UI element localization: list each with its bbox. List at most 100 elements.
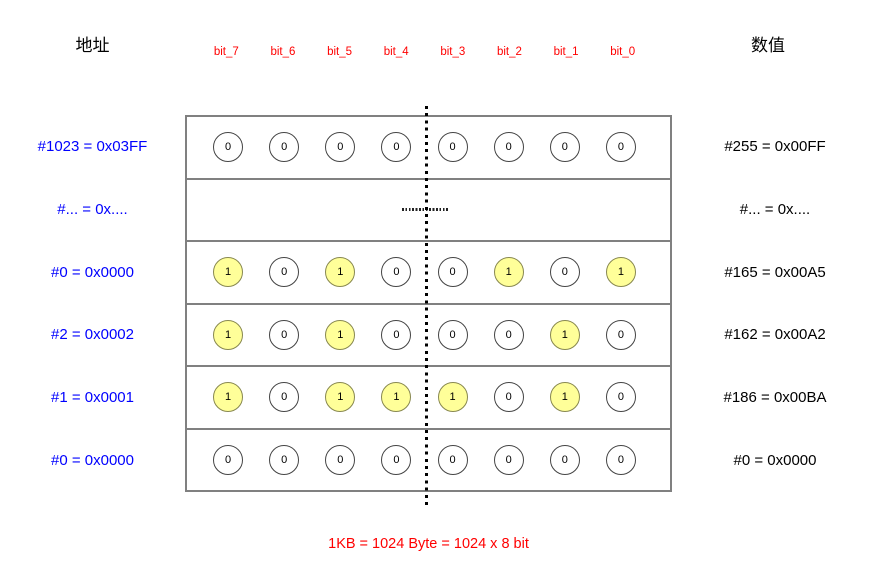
bit-cell: 0 xyxy=(312,132,368,163)
bit-value-circle: 1 xyxy=(549,382,580,413)
bit-cell: 1 xyxy=(537,319,593,350)
bit-cell: 0 xyxy=(481,444,537,475)
bit-value-circle: 1 xyxy=(549,319,580,350)
bit-value-circle: 0 xyxy=(325,132,356,163)
address-label: #... = 0x.... xyxy=(57,200,128,218)
bit-cell: 0 xyxy=(481,319,537,350)
value-column: #255 = 0x00FF #... = 0x.... #165 = 0x00A5 #… xyxy=(672,115,878,492)
bit-value-circle: 0 xyxy=(605,444,636,475)
bit-cell: 1 xyxy=(368,382,424,413)
address-column-title: 地址 xyxy=(75,36,110,55)
value-label: #186 = 0x00BA xyxy=(723,389,827,407)
bit-value-circle: 1 xyxy=(213,382,244,413)
bit-value-circle: 0 xyxy=(381,132,412,163)
bit-cell: 0 xyxy=(593,132,649,163)
bit-value-circle: 1 xyxy=(213,319,244,350)
value-label: #... = 0x.... xyxy=(739,200,811,218)
bit-cell: 0 xyxy=(425,319,481,350)
bit-value-circle: 0 xyxy=(605,319,636,350)
bit-value-circle: 0 xyxy=(269,257,300,288)
bit-value-circle: 0 xyxy=(213,132,244,163)
bit-cell: 0 xyxy=(256,132,312,163)
bit-value-circle: 0 xyxy=(213,444,244,475)
bit-column-label: bit_6 xyxy=(270,46,296,58)
bit-value-circle: 0 xyxy=(549,257,580,288)
bit-cell: 0 xyxy=(425,444,481,475)
bit-value-circle: 0 xyxy=(437,132,468,163)
bit-cell: 1 xyxy=(200,319,256,350)
bit-cell: 1 xyxy=(312,257,368,288)
bit-cell: 1 xyxy=(312,382,368,413)
address-column: #1023 = 0x03FF #... = 0x.... #0 = 0x0000 #2… xyxy=(0,115,185,492)
address-label: #0 = 0x0000 xyxy=(51,452,134,470)
bit-value-circle: 0 xyxy=(493,382,524,413)
bit-value-circle: 1 xyxy=(325,319,356,350)
bit-cell: 1 xyxy=(425,382,481,413)
bit-value-circle: 0 xyxy=(549,444,580,475)
bit-value-circle: 0 xyxy=(269,444,300,475)
bit-cell: 0 xyxy=(200,444,256,475)
address-label: #1 = 0x0001 xyxy=(51,389,134,407)
bit-value-circle: 0 xyxy=(269,382,300,413)
bit-cell: 0 xyxy=(593,382,649,413)
bit-value-circle: 0 xyxy=(605,382,636,413)
footer-caption: 1KB = 1024 Byte = 1024 x 8 bit xyxy=(328,536,529,552)
vertical-dotted-divider xyxy=(425,106,428,508)
bit-value-circle: 0 xyxy=(493,319,524,350)
bit-cell: 0 xyxy=(368,257,424,288)
bit-value-circle: 0 xyxy=(269,319,300,350)
bit-value-circle: 0 xyxy=(437,319,468,350)
value-label: #0 = 0x0000 xyxy=(733,452,817,470)
bit-cell: 0 xyxy=(312,444,368,475)
bit-cell: 1 xyxy=(200,257,256,288)
bit-column-label: bit_1 xyxy=(553,46,579,58)
bit-cell: 0 xyxy=(256,382,312,413)
byte-row-ellipsis xyxy=(187,180,670,242)
bit-value-circle: 0 xyxy=(605,132,636,163)
value-label: #162 = 0x00A2 xyxy=(724,326,826,344)
bit-value-circle: 1 xyxy=(493,257,524,288)
bit-cell: 1 xyxy=(593,257,649,288)
bit-cell: 1 xyxy=(537,382,593,413)
value-column-title: 数值 xyxy=(751,36,785,55)
bit-cell: 0 xyxy=(537,257,593,288)
bit-value-circle: 0 xyxy=(437,444,468,475)
bit-cell: 0 xyxy=(368,132,424,163)
bit-value-circle: 1 xyxy=(437,382,468,413)
bit-cell: 1 xyxy=(200,382,256,413)
horizontal-dotted-leader xyxy=(401,208,448,212)
bit-cell: 0 xyxy=(593,319,649,350)
bit-cell: 0 xyxy=(537,132,593,163)
bit-value-circle: 0 xyxy=(493,132,524,163)
bit-column-label: bit_4 xyxy=(383,46,409,58)
bit-column-label: bit_0 xyxy=(610,46,636,58)
bit-cell: 0 xyxy=(593,444,649,475)
bit-value-circle: 1 xyxy=(325,257,356,288)
bit-value-circle: 0 xyxy=(381,444,412,475)
bit-cell: 0 xyxy=(256,319,312,350)
bit-value-circle: 0 xyxy=(381,257,412,288)
bit-value-circle: 1 xyxy=(213,257,244,288)
bit-cell: 0 xyxy=(200,132,256,163)
bit-cell: 0 xyxy=(537,444,593,475)
bit-value-circle: 1 xyxy=(381,382,412,413)
bit-value-circle: 0 xyxy=(269,132,300,163)
bit-value-circle: 1 xyxy=(325,382,356,413)
value-label: #165 = 0x00A5 xyxy=(724,263,826,281)
bit-cell: 0 xyxy=(256,444,312,475)
value-label: #255 = 0x00FF xyxy=(724,137,826,155)
bit-cell: 0 xyxy=(481,132,537,163)
bit-column-label: bit_7 xyxy=(213,46,239,58)
address-label: #2 = 0x0002 xyxy=(51,326,134,344)
bit-cell: 0 xyxy=(256,257,312,288)
address-label: #1023 = 0x03FF xyxy=(37,137,148,155)
bit-value-circle: 0 xyxy=(381,319,412,350)
bit-column-label: bit_5 xyxy=(327,46,353,58)
bit-cell: 0 xyxy=(368,444,424,475)
bit-value-circle: 0 xyxy=(549,132,580,163)
address-label: #0 = 0x0000 xyxy=(51,263,134,281)
